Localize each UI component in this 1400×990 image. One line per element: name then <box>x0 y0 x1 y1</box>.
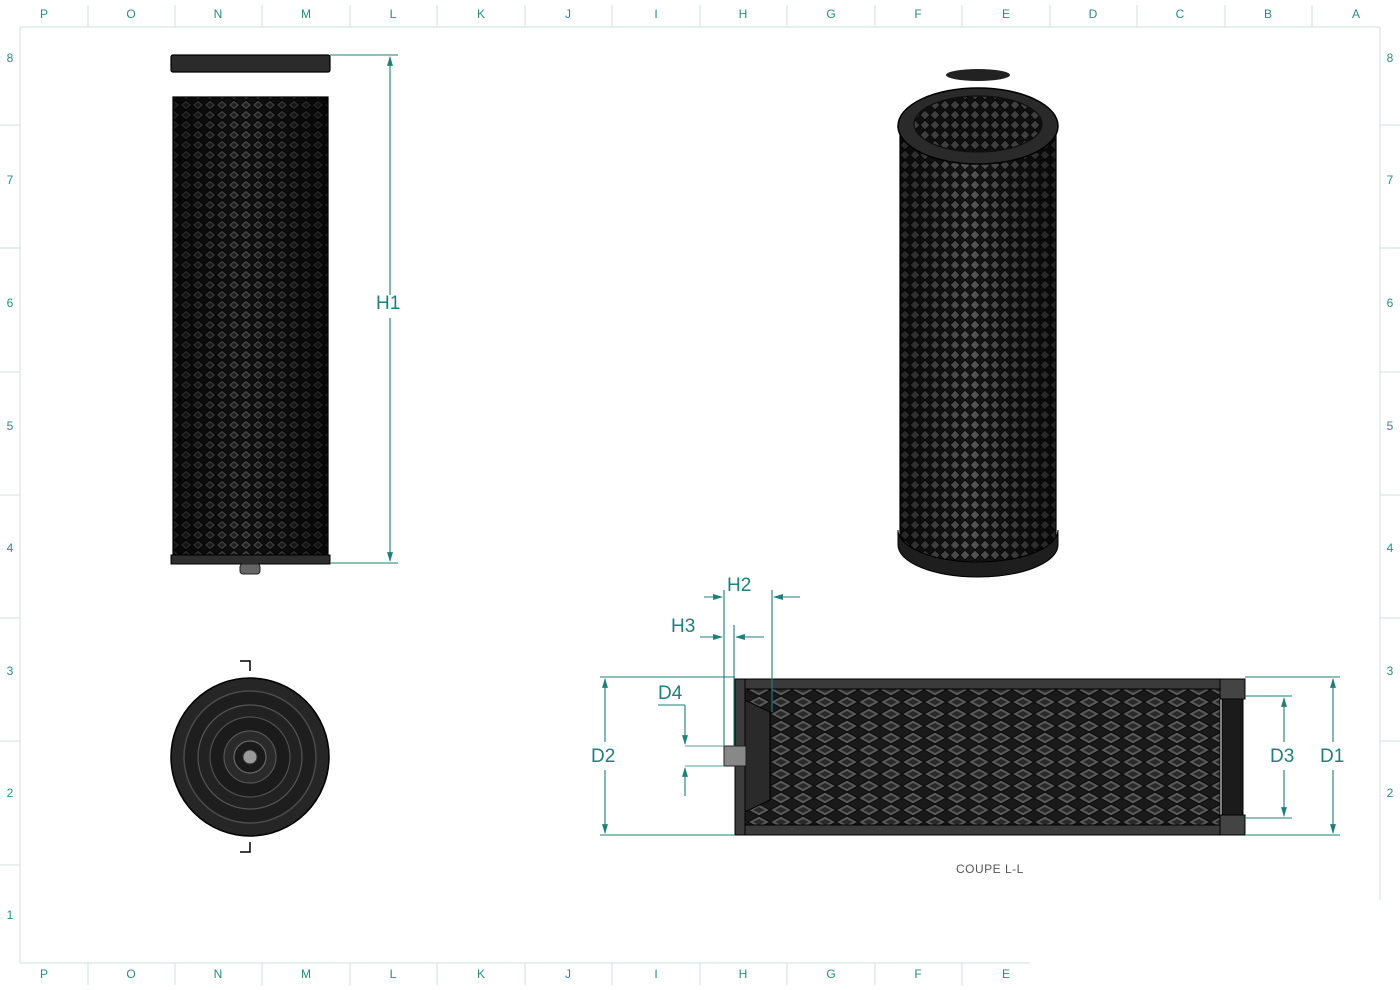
section-marker-top <box>240 660 251 671</box>
row-label: 3 <box>6 664 14 678</box>
row-label: 5 <box>1386 419 1394 433</box>
row-label: 2 <box>6 786 14 800</box>
col-label: D <box>1088 7 1098 21</box>
row-label: 6 <box>6 296 14 310</box>
col-label: B <box>1263 7 1272 21</box>
col-label: O <box>126 967 136 981</box>
row-label: 3 <box>1386 664 1394 678</box>
dimension-label-h1: H1 <box>376 293 401 314</box>
front-view-bottom-cap <box>170 554 331 565</box>
col-label: G <box>826 967 836 981</box>
col-label: J <box>565 967 571 981</box>
row-label: 7 <box>6 173 14 187</box>
front-view-top-cap <box>170 54 331 73</box>
col-label: H <box>738 7 748 21</box>
section-caption: COUPE L-L <box>956 862 1024 876</box>
row-label: 8 <box>1386 51 1394 65</box>
dimension-label-d2: D2 <box>591 746 616 767</box>
col-label: F <box>914 7 922 21</box>
col-label: E <box>1001 7 1010 21</box>
section-mesh <box>744 688 1221 826</box>
row-label: 4 <box>6 541 14 555</box>
col-label: O <box>126 7 136 21</box>
row-label: 2 <box>1386 786 1394 800</box>
col-label: E <box>1001 967 1010 981</box>
col-label: A <box>1351 7 1360 21</box>
col-label: P <box>39 7 48 21</box>
col-label: I <box>654 967 658 981</box>
section-marker-bottom <box>240 842 251 853</box>
row-label: 5 <box>6 419 14 433</box>
row-label: 6 <box>1386 296 1394 310</box>
front-view-drain-nipple <box>239 563 261 575</box>
col-label: K <box>476 7 485 21</box>
end-view <box>170 660 330 853</box>
col-label: L <box>389 7 397 21</box>
dimension-label-d1: D1 <box>1320 746 1345 767</box>
isometric-view <box>897 69 1059 578</box>
col-label: K <box>476 967 485 981</box>
col-label: M <box>301 7 311 21</box>
dimension-label-h3: H3 <box>671 616 696 637</box>
dimension-label-d4: D4 <box>658 683 683 704</box>
col-label: F <box>914 967 922 981</box>
row-label: 1 <box>6 908 14 922</box>
col-label: P <box>39 967 48 981</box>
frame-column-ticks <box>0 5 1400 985</box>
col-label: C <box>1175 7 1185 21</box>
col-label: N <box>213 967 223 981</box>
col-label: H <box>738 967 748 981</box>
section-dimensions <box>600 590 1340 836</box>
dimension-label-h2: H2 <box>727 575 752 596</box>
col-label: L <box>389 967 397 981</box>
h1-dimension <box>330 54 398 564</box>
section-view <box>723 678 1246 836</box>
col-label: M <box>301 967 311 981</box>
row-label: 8 <box>6 51 14 65</box>
row-label: 7 <box>1386 173 1394 187</box>
col-label: N <box>213 7 223 21</box>
col-label: G <box>826 7 836 21</box>
col-label: J <box>565 7 571 21</box>
front-view <box>170 54 331 575</box>
dimension-label-d3: D3 <box>1270 746 1295 767</box>
row-label: 4 <box>1386 541 1394 555</box>
col-label: I <box>654 7 658 21</box>
